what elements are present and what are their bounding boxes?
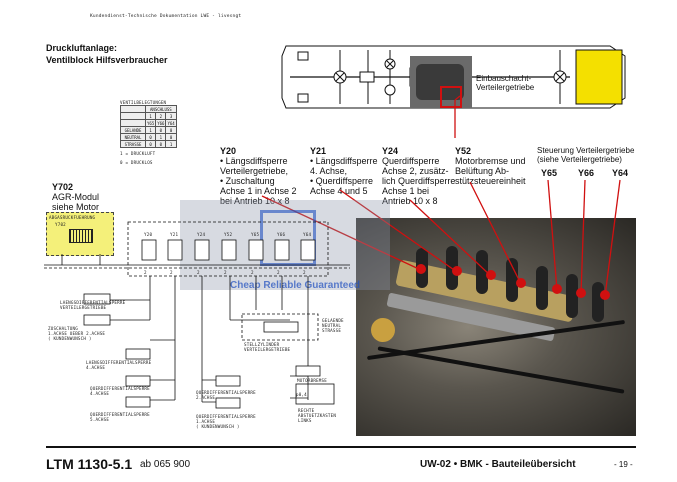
valve-label: Y21 xyxy=(170,232,179,237)
valve-label: Y64 xyxy=(303,232,312,237)
steuerung-label: Steuerung Verteilergetriebe (siehe Verte… xyxy=(537,146,634,164)
label-zuschaltung: ZUSCHALTUNG 1.ACHSE UEBER 2.ACHSE ( KUND… xyxy=(48,326,106,341)
label-laengs-4: LAENGSDIFFERENTIALSPERRE 4.ACHSE xyxy=(86,360,152,370)
footer-section: UW-02 • BMK - Bauteileübersicht xyxy=(420,459,576,470)
label-motorbremse: MOTORBREMSE xyxy=(297,378,327,383)
valve-table-title: VENTILBELEGTUNGEN xyxy=(120,100,167,105)
port-label: 2 xyxy=(170,270,173,275)
callout-y52: Y52 Motorbremse und Belüftung Ab- stützs… xyxy=(455,146,526,186)
callout-code: Y21 xyxy=(310,146,327,156)
label-laengs-vg: LAENGSDIFFERENTIALSPERRE VERTEILERGETRIE… xyxy=(60,300,126,310)
valve-label: Y24 xyxy=(197,232,206,237)
port-label: 2 xyxy=(277,270,280,275)
doc-title: Kundendienst-Technische Dokumentation LW… xyxy=(90,14,242,19)
steuerung-line2: (siehe Verteilergetriebe) xyxy=(537,155,622,164)
section-title-2: Ventilblock Hilfsverbraucher xyxy=(46,55,168,65)
callout-y24: Y24 Querdiffsperre Achse 2, zusätz- lich… xyxy=(382,146,456,206)
port-label: 2 xyxy=(303,270,306,275)
marker-y21 xyxy=(452,266,462,276)
valve-table: VENTILBELEGTUNGEN ANSCHLUSS 1 2 3 Y65 Y6… xyxy=(120,100,177,165)
watermark-logo-icon xyxy=(260,210,316,266)
cab-yellow xyxy=(575,49,623,105)
footer-model: LTM 1130-5.1 xyxy=(46,456,133,472)
installation-label-line2: Verteilergetriebe xyxy=(476,83,535,92)
valve-label: Y66 xyxy=(277,232,286,237)
valve-block-photo xyxy=(356,218,636,436)
y702-box-code: Y702 xyxy=(55,222,66,227)
valve-table-grid: ANSCHLUSS 1 2 3 Y65 Y66 Y64 GELANDE 1 0 … xyxy=(120,105,177,148)
y702-box-label: ABGASRUCKFUEHRUNG xyxy=(49,215,96,220)
installation-photo xyxy=(410,56,472,108)
port-label: 2 xyxy=(197,270,200,275)
steuerung-code-y66: Y66 xyxy=(578,168,595,178)
marker-y24 xyxy=(486,270,496,280)
y702-callout: Y702 AGR-Modul siehe Motor xyxy=(52,182,99,212)
label-quer-1: QUERDIFFERENTIALSPERRE 1.ACHSE ( KUNDENW… xyxy=(196,414,256,429)
port-label: 2 xyxy=(144,270,147,275)
label-quer-5: QUERDIFFERENTIALSPERRE 5.ACHSE xyxy=(90,412,150,422)
installation-label: Einbauschacht- Verteilergetriebe xyxy=(476,74,534,92)
label-abstuetz: RECHTE ABSTUETZKASTEN LINKS xyxy=(298,408,337,423)
valve-label: Y20 xyxy=(144,232,153,237)
footer-rule xyxy=(46,446,636,448)
marker-y20 xyxy=(416,264,426,274)
y702-line1: AGR-Modul xyxy=(52,192,100,202)
steuerung-line1: Steuerung Verteilergetriebe xyxy=(537,146,635,155)
callout-code: Y20 xyxy=(220,146,237,156)
section-title-1: Druckluftanlage: xyxy=(46,43,118,53)
steuerung-code-y65: Y65 xyxy=(541,168,558,178)
valve-label: Y65 xyxy=(251,232,260,237)
table-row: STRASSE 0 0 1 xyxy=(120,140,177,148)
watermark-text: Cheap Reliable Guaranteed xyxy=(230,280,361,291)
steuerung-code-y64: Y64 xyxy=(612,168,629,178)
label-stellzylinder: STELLZYLINDER VERTEILERGETRIEBE xyxy=(244,342,291,352)
callout-code: Y24 xyxy=(382,146,399,156)
legend-0: 0 = DRUCKLOS xyxy=(120,160,153,165)
label-quer-2: QUERDIFFERENTIALSPERRE 2.ACHSE xyxy=(196,390,256,400)
label-sw: GELAENDE NEUTRAL STRASSE xyxy=(322,318,344,333)
solenoid-icon xyxy=(69,229,93,243)
y702-line2: siehe Motor xyxy=(52,202,100,212)
label-pressure: p0,4 xyxy=(296,392,307,397)
callout-code: Y52 xyxy=(455,146,472,156)
callout-y20: Y20 • Längsdiffsperre Verteilergetriebe,… xyxy=(220,146,297,206)
callout-y21: Y21 • Längsdiffsperre 4. Achse, • Querdi… xyxy=(310,146,378,196)
installation-label-line1: Einbauschacht- xyxy=(476,74,532,83)
port-label: 2 xyxy=(251,270,254,275)
y702-code: Y702 xyxy=(52,182,74,192)
label-quer-4: QUERDIFFERENTIALSPERRE 4.ACHSE xyxy=(90,386,150,396)
legend-1: 1 = DRUCKLUFT xyxy=(120,151,156,156)
footer-serial: ab 065 900 xyxy=(140,459,191,470)
port-label: 2 xyxy=(224,270,227,275)
footer-page: - 19 - xyxy=(614,460,633,469)
valve-label: Y52 xyxy=(224,232,233,237)
y702-box: ABGASRUCKFUEHRUNG Y702 xyxy=(46,212,114,256)
